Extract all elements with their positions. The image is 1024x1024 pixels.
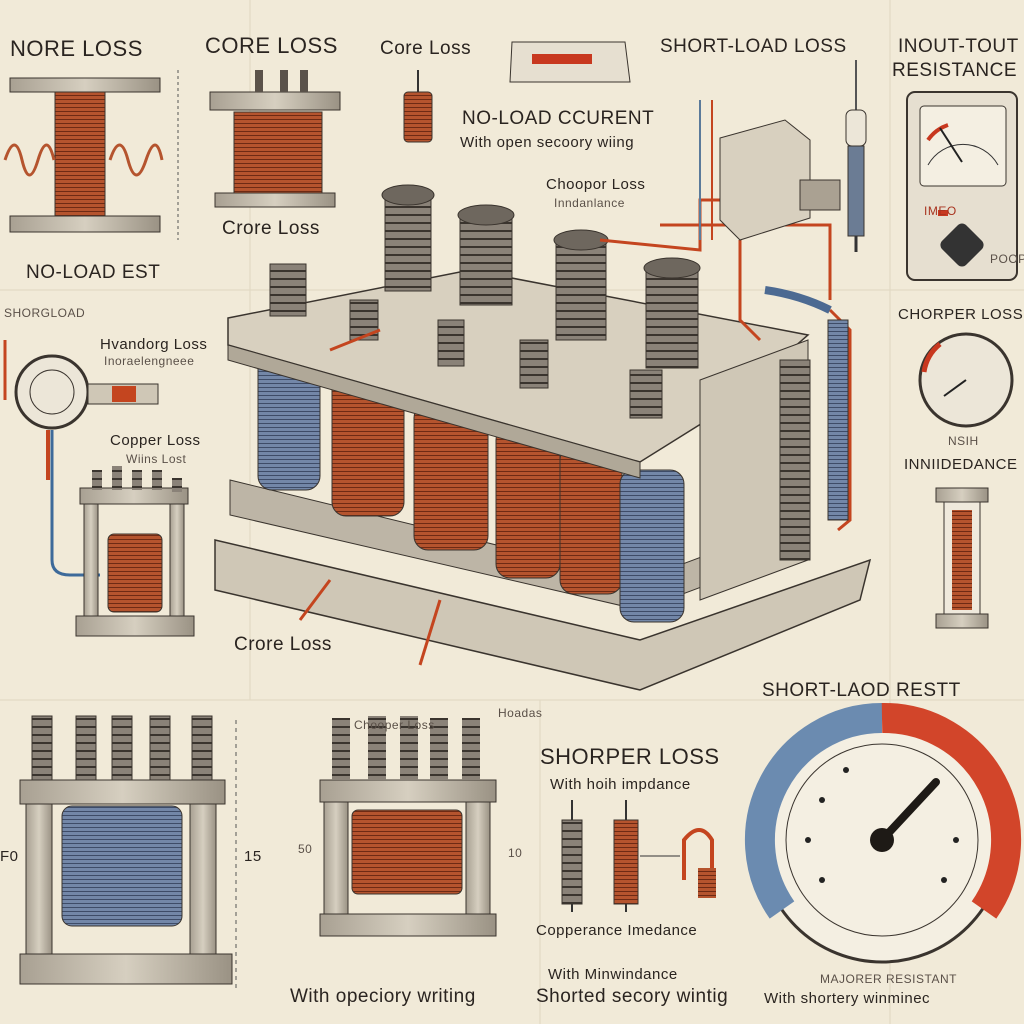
- label-hvandorg-loss: Hvandorg Loss: [100, 336, 208, 353]
- small-hanging-coil: [403, 70, 433, 143]
- bottom-center-transformer: [319, 716, 497, 937]
- label-nore-loss: NORE LOSS: [10, 36, 143, 61]
- label-hoadas: Hoadas: [498, 706, 543, 720]
- main-transformer: [214, 184, 872, 691]
- label-dim-50: 50: [298, 842, 313, 856]
- right-round-gauge: [918, 332, 1014, 428]
- label-with-shortery: With shortery winminec: [764, 990, 931, 1007]
- label-meter-scale: IMEO: [924, 204, 957, 218]
- label-majorer-resistant: MAJORER RESISTANT: [820, 972, 957, 986]
- label-no-load-test: NO-LOAD EST: [26, 262, 161, 283]
- label-hvandorg-sub: Inoraelengneee: [104, 354, 195, 368]
- label-dim-10: 10: [508, 846, 523, 860]
- springs: [561, 800, 716, 912]
- label-short-laod-restt: SHORT-LAOD RESTT: [762, 680, 961, 701]
- top-tag-sign: [509, 41, 631, 83]
- resistance-meter: [906, 91, 1018, 281]
- left-gauge: [3, 340, 159, 577]
- label-core-loss-small: Core Loss: [380, 38, 472, 59]
- label-inout-resistance-2: RESISTANCE: [892, 60, 1018, 81]
- label-chooper-loss-bottom: Chooper Loss: [354, 718, 435, 732]
- label-with-opeciory-writing: With opeciory writing: [290, 986, 476, 1007]
- label-copper-loss: Copper Loss: [110, 432, 201, 449]
- label-shorper-loss: SHORPER LOSS: [540, 744, 720, 769]
- label-inmidance-right: INNIIDEDANCE: [904, 456, 1018, 473]
- label-crore-loss-center: Crore Loss: [234, 634, 332, 655]
- label-chorper-loss-right: CHORPER LOSS: [898, 306, 1024, 323]
- label-shorted-secory: Shorted secory wintig: [536, 986, 729, 1007]
- label-inout-resistance-1: INOUT-TOUT: [898, 36, 1019, 57]
- nore-loss-core-diagram: [3, 70, 179, 240]
- label-wiins-lost: Wiins Lost: [126, 452, 187, 466]
- probe: [845, 60, 867, 252]
- label-chooper-loss: Choopor Loss: [546, 176, 646, 193]
- label-open-secondary: With open secoory wiing: [460, 134, 635, 151]
- label-short-load-loss: SHORT-LOAD LOSS: [660, 36, 847, 57]
- junction-box: [699, 100, 841, 241]
- label-nsih: NSIH: [948, 434, 979, 448]
- bottom-left-transformer: [19, 715, 237, 990]
- label-with-minwindance: With Minwindance: [548, 966, 678, 983]
- label-meter-dial: POOP: [990, 252, 1024, 266]
- impedance-tube: [935, 487, 989, 629]
- left-small-transformer: [75, 466, 195, 637]
- label-dim-f0: F0: [0, 848, 19, 865]
- big-meter: [744, 702, 1022, 964]
- label-with-hoh-impedance: With hoih impdance: [550, 776, 691, 793]
- label-no-load-current: NO-LOAD CCURENT: [462, 108, 655, 129]
- core-loss-coil-diagram: [209, 70, 341, 208]
- label-crore-loss-left: Crore Loss: [222, 218, 320, 239]
- label-core-loss-top: CORE LOSS: [205, 33, 338, 58]
- label-shorgload: SHORGLOAD: [4, 306, 86, 320]
- label-dim-15: 15: [244, 848, 262, 865]
- label-copperance-impedance: Copperance Imedance: [536, 922, 698, 939]
- label-inmidance: Inndanlance: [554, 196, 625, 210]
